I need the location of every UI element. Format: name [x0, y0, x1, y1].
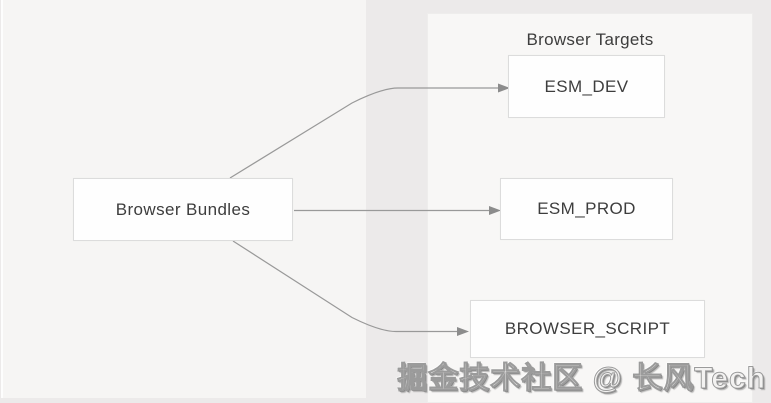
node-esm-dev: ESM_DEV	[508, 55, 665, 118]
node-label: BROWSER_SCRIPT	[504, 319, 671, 338]
node-esm-prod: ESM_PROD	[500, 178, 673, 240]
node-label: ESM_PROD	[537, 199, 636, 218]
cluster-title: Browser Targets	[526, 30, 654, 49]
node-label: Browser Bundles	[115, 199, 251, 219]
node-browser-bundles: Browser Bundles	[73, 178, 293, 241]
node-label: ESM_DEV	[544, 76, 629, 96]
watermark: 掘金技术社区 @ 长风Tech	[397, 362, 766, 396]
node-browser-script: BROWSER_SCRIPT	[470, 300, 705, 358]
